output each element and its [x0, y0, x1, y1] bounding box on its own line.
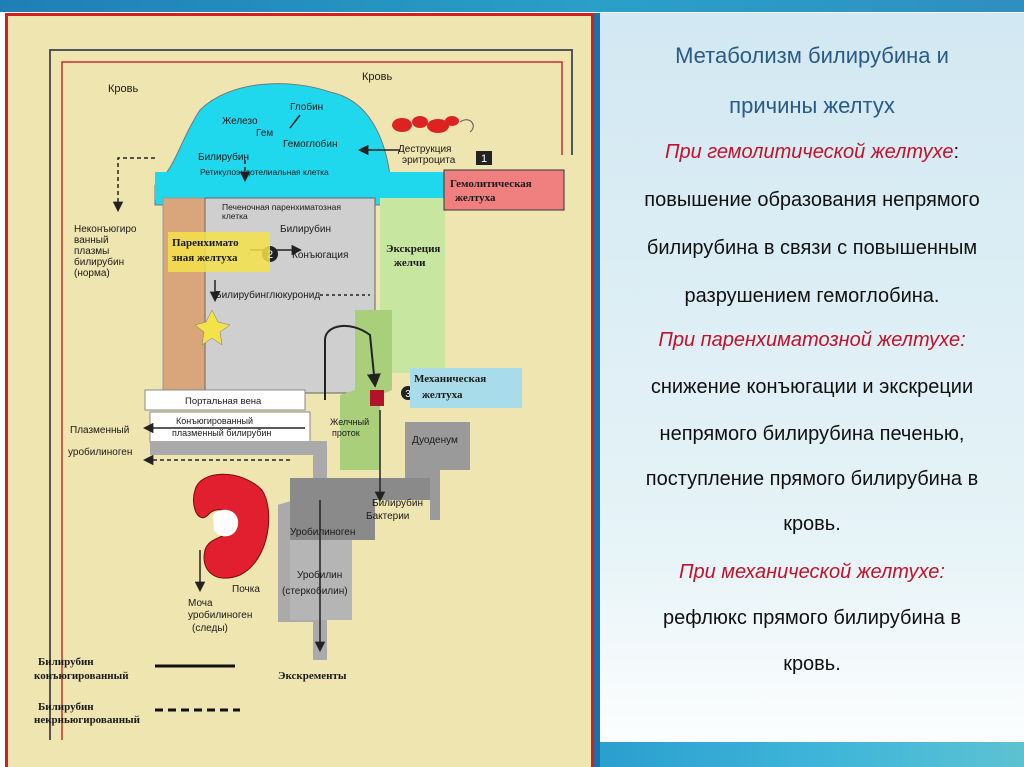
label-conj-plasma-2: плазменный билирубин: [172, 428, 271, 438]
mechanical-text-line-2: кровь.: [783, 653, 841, 675]
label-parenchymal-1: Паренхимато: [172, 237, 239, 249]
label-heme: Гем: [256, 128, 273, 139]
label-hepatocyte-1: Печеночная паренхиматозная: [222, 202, 341, 212]
label-mechanical-2: желтуха: [422, 389, 463, 401]
mechanical-jaundice-box: [410, 368, 522, 408]
blood-vessel-outer: [49, 49, 573, 740]
label-feces: Экскременты: [278, 670, 347, 682]
hemolytic-text-line-1: повышение образования непрямого: [644, 189, 980, 211]
hemolytic-heading-colon: :: [953, 141, 960, 163]
label-bile-duct-1: Желчный: [330, 417, 369, 427]
legend-unconj-2: некрньюгированный: [34, 714, 141, 726]
label-mechanical-1: Механическая: [414, 373, 486, 385]
label-urobilin-1: Уробилин: [297, 569, 342, 581]
badge-1: 1: [476, 151, 492, 165]
label-urine-2: уробилиноген: [188, 609, 252, 621]
colon-shape: [290, 540, 352, 620]
label-hemolytic-2: желтуха: [455, 192, 496, 204]
flow-unconj-plasma: [112, 157, 155, 213]
svg-text:3: 3: [405, 389, 411, 400]
label-bilirubin-gut: Билирубин: [372, 497, 423, 509]
label-bile-duct-2: проток: [332, 428, 360, 438]
label-hemoglobin: Гемоглобин: [283, 138, 338, 150]
kidney-shape: [193, 473, 270, 579]
label-urobilin-2: (стеркобилин): [282, 585, 348, 597]
label-destruction-2: эритроцита: [402, 155, 456, 166]
label-urobilinogen: Уробилиноген: [290, 526, 355, 538]
duodenum-shape: [405, 422, 470, 520]
label-kidney: Почка: [232, 584, 260, 595]
label-unconj-3: плазмы: [74, 246, 109, 257]
orange-tissue: [162, 197, 206, 394]
parenchymal-heading: При паренхиматозной желтухе:: [658, 329, 966, 351]
hemolytic-text-line-2: билирубина в связи с повышенным: [646, 237, 978, 259]
intestine-shape: [290, 478, 430, 540]
slide-title-line-2: причины желтух: [729, 93, 895, 118]
slide-title-line-1: Метаболизм билирубина и: [675, 43, 949, 68]
parenchymal-text-line-4: кровь.: [783, 513, 841, 535]
blood-vessel-red: [61, 61, 563, 740]
kidney-pelvis: [213, 509, 239, 537]
parenchymal-text-line-1: снижение конъюгации и экскреции: [650, 376, 974, 398]
label-parenchymal-2: зная желтуха: [172, 252, 238, 264]
label-portal-vein: Портальная вена: [185, 396, 262, 407]
label-plasma-urobilinogen-2: уробилиноген: [68, 446, 132, 458]
text-panel: [600, 13, 1024, 767]
label-bilirubin-liver: Билирубин: [280, 223, 331, 235]
portal-vein-band: [144, 389, 306, 411]
mechanical-heading: При механической желтухе:: [679, 561, 945, 583]
hemolytic-heading: При гемолитической желтухе:: [602, 140, 1022, 164]
bile-duct-shape: [340, 310, 392, 470]
label-unconj-5: (норма): [74, 268, 110, 279]
label-bacteria: Бактерии: [366, 511, 409, 522]
label-globin: Глобин: [290, 101, 323, 113]
parenchymal-text-line-2: непрямого билирубина печенью,: [659, 423, 965, 445]
label-bilirubin-top: Билирубин: [198, 151, 249, 163]
label-duodenum: Дуоденум: [412, 435, 458, 446]
legend-conj-1: Билирубин: [38, 656, 94, 668]
flow-glob: [289, 114, 301, 129]
label-reticuloendothelial: Ретикулоэндотелиальная клетка: [200, 167, 329, 177]
bottom-accent-strip: [600, 742, 1024, 767]
legend-conj-2: конъюгированный: [34, 670, 129, 682]
bilirubin-metabolism-diagram: 1 2 3 Кровь Кровь Глобин Железо Гем Гемо…: [34, 49, 573, 740]
label-blood-right: Кровь: [362, 71, 392, 83]
label-hepatocyte-2: клетка: [222, 211, 248, 221]
top-accent-bar: [0, 0, 1024, 12]
conjugated-plasma-band: [149, 411, 311, 443]
panel-divider: [594, 13, 600, 767]
cyan-band: [155, 172, 445, 200]
label-conjugation: Конъюгация: [292, 250, 348, 261]
label-urine-1: Моча: [188, 598, 213, 609]
svg-text:1: 1: [481, 153, 487, 165]
label-bile-excretion-2: желчи: [394, 257, 426, 269]
label-unconj-2: ванный: [74, 235, 109, 246]
label-destruction-1: Деструкция: [398, 144, 451, 155]
parenchymal-text-line-3: поступление прямого билирубина в: [645, 468, 979, 490]
parenchymal-jaundice-box: [168, 232, 270, 272]
hemolytic-jaundice-box: [443, 169, 565, 211]
label-hemolytic-1: Гемолитическая: [450, 178, 532, 190]
label-bilirubin-glucuronide: Билирубинглюкуронид: [215, 289, 320, 301]
flow-to-duct: [324, 324, 381, 400]
obstruction-marker: [370, 390, 384, 406]
label-bile-excretion-1: Экскреция: [386, 243, 440, 255]
parenchymal-damage-marker: [194, 309, 231, 346]
label-blood-left: Кровь: [108, 83, 138, 95]
label-unconj-4: билирубин: [74, 256, 124, 268]
label-unconj-1: Неконъюгиро: [74, 224, 137, 235]
label-iron: Железо: [222, 116, 258, 127]
hemolytic-text-line-3: разрушением гемоглобина.: [684, 285, 940, 307]
mechanical-text-line-1: рефлюкс прямого билирубина в: [663, 607, 961, 629]
label-plasma-urobilinogen-1: Плазменный: [70, 425, 129, 436]
label-urine-3: (следы): [192, 623, 228, 634]
hemolytic-heading-label: При гемолитической желтухе: [664, 141, 954, 163]
erythrocyte-cluster: [392, 116, 474, 133]
legend-unconj-1: Билирубин: [38, 701, 94, 713]
label-conj-plasma-1: Конъюгированный: [176, 416, 253, 426]
